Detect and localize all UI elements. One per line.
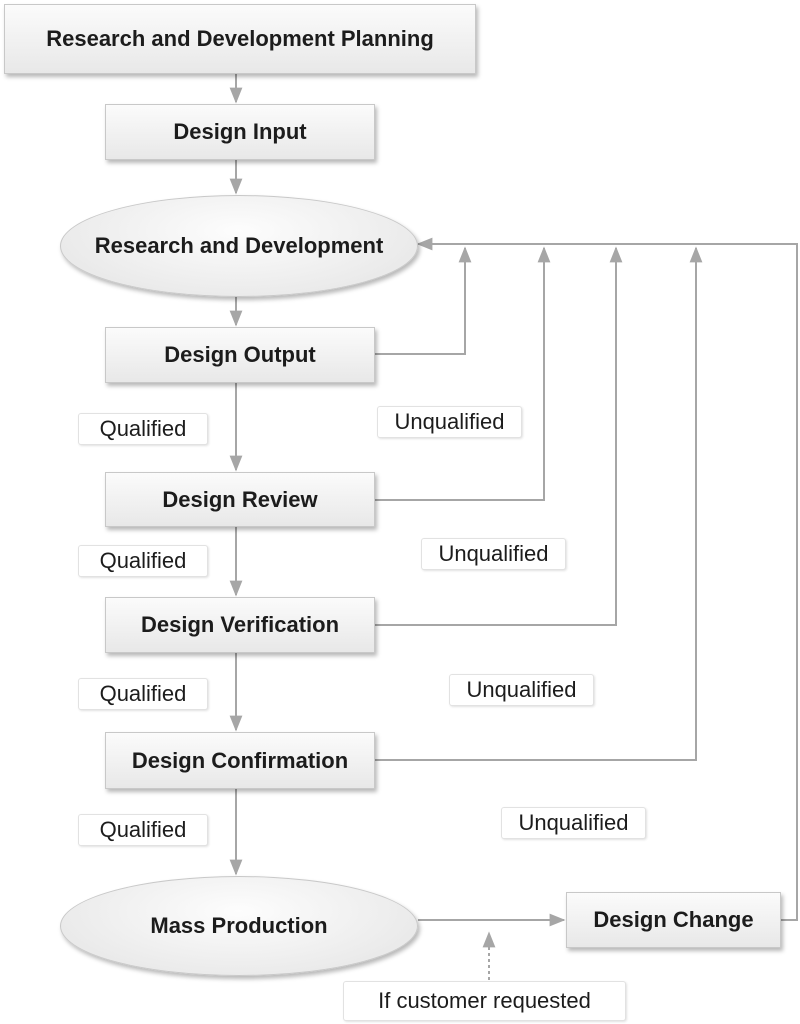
design-verification-label: Design Verification [140,612,340,637]
loop-verification-unqualified [375,246,623,626]
loop-review-unqualified [375,246,551,501]
design-confirmation-box: Design Confirmation [105,732,375,789]
design-review-box: Design Review [105,472,375,527]
unqualified-label-2: Unqualified [438,541,549,566]
mass-production-ellipse: Mass Production [60,876,418,976]
customer-request-label: If customer requested [378,988,591,1013]
loop-output-unqualified [375,246,472,355]
unqualified-tag-1: Unqualified [377,406,522,438]
qualified-tag-2: Qualified [78,545,208,577]
design-input-label: Design Input [173,119,307,144]
qualified-label-3: Qualified [99,681,187,706]
unqualified-label-3: Unqualified [466,677,577,702]
unqualified-label-1: Unqualified [394,409,505,434]
qualified-tag-4: Qualified [78,814,208,846]
rd-planning-label: Research and Development Planning [46,26,434,51]
rd-ellipse: Research and Development [60,195,418,297]
qualified-label-1: Qualified [99,416,187,441]
rd-planning-box: Research and Development Planning [4,4,476,74]
customer-request-tag: If customer requested [343,981,626,1021]
unqualified-tag-4: Unqualified [501,807,646,839]
unqualified-label-4: Unqualified [518,810,629,835]
design-output-label: Design Output [164,342,316,367]
qualified-label-2: Qualified [99,548,187,573]
design-change-box: Design Change [566,892,781,948]
qualified-tag-1: Qualified [78,413,208,445]
design-output-box: Design Output [105,327,375,383]
mass-production-label: Mass Production [150,913,328,938]
design-verification-box: Design Verification [105,597,375,653]
rd-label: Research and Development [94,233,384,258]
design-review-label: Design Review [162,486,318,512]
qualified-label-4: Qualified [99,817,187,842]
qualified-tag-3: Qualified [78,678,208,710]
unqualified-tag-2: Unqualified [421,538,566,570]
unqualified-tag-3: Unqualified [449,674,594,706]
design-input-box: Design Input [105,104,375,160]
loop-confirmation-unqualified [375,246,703,761]
design-change-label: Design Change [593,907,754,932]
loop-design-change-return [416,237,798,921]
design-confirmation-label: Design Confirmation [131,747,349,773]
